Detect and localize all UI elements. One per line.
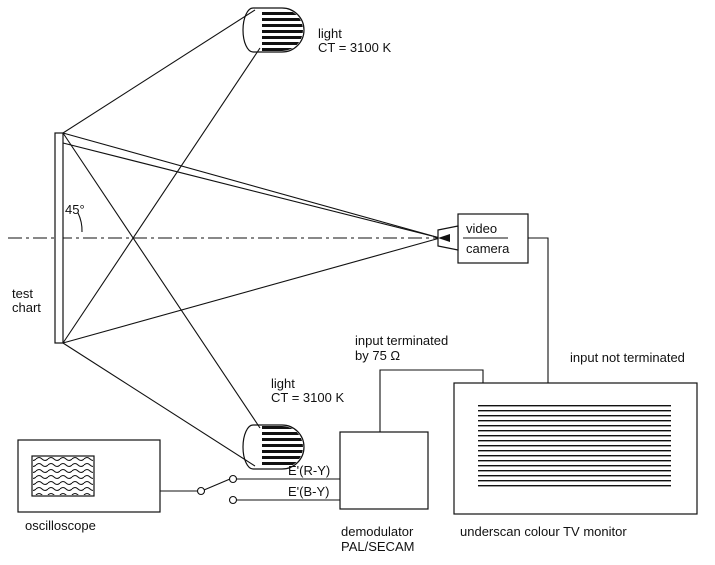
- lamp-bottom: [242, 424, 305, 470]
- switch: [160, 474, 340, 505]
- label-by-75-ohm: by 75 Ω: [355, 348, 400, 363]
- label-eby: E'(B-Y): [288, 484, 329, 499]
- label-demodulator: demodulator: [341, 524, 414, 539]
- label-video: video: [466, 221, 497, 236]
- tv-monitor: [453, 382, 698, 515]
- label-camera: camera: [466, 241, 510, 256]
- label-monitor: underscan colour TV monitor: [460, 524, 627, 539]
- angle-arc: [77, 212, 83, 233]
- label-input-terminated: input terminated: [355, 333, 448, 348]
- label-light-top: light: [318, 26, 342, 41]
- label-input-not-terminated: input not terminated: [570, 350, 685, 365]
- video-camera: [437, 213, 529, 264]
- light-beams: [62, 9, 261, 467]
- test-chart: [54, 132, 64, 344]
- label-chart: chart: [12, 300, 41, 315]
- demodulator: [339, 431, 429, 510]
- label-oscilloscope: oscilloscope: [25, 518, 96, 533]
- label-ct-top: CT = 3100 K: [318, 40, 391, 55]
- label-test: test: [12, 286, 33, 301]
- camera-view-lines: [62, 132, 441, 344]
- label-ct-bottom: CT = 3100 K: [271, 390, 344, 405]
- label-pal-secam: PAL/SECAM: [341, 539, 414, 554]
- label-angle: 45°: [65, 202, 85, 217]
- label-ery: E'(R-Y): [288, 463, 330, 478]
- lamp-top: [242, 7, 305, 53]
- label-light-bottom: light: [271, 376, 295, 391]
- monitor-raster-lines: [478, 405, 671, 487]
- oscilloscope: [17, 439, 161, 513]
